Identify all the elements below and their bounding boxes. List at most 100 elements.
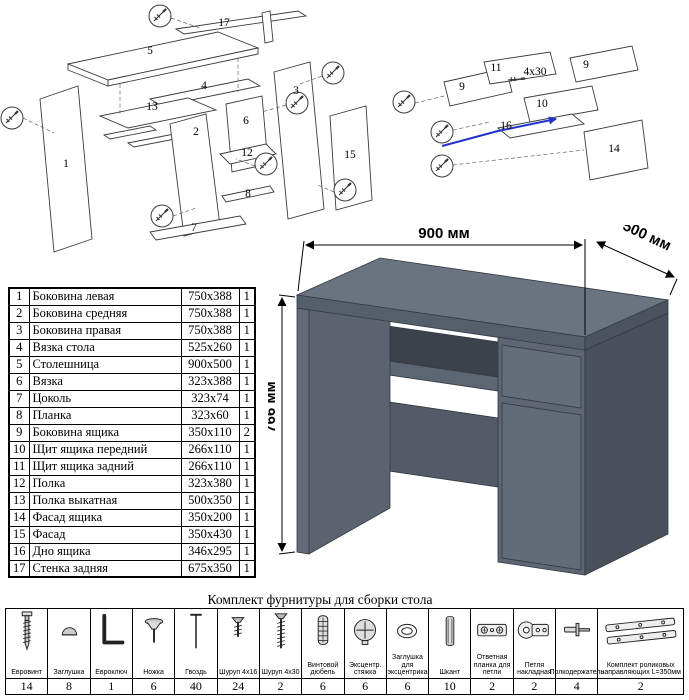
part-num: 1 [8, 287, 30, 306]
part-size: 266x110 [180, 440, 240, 459]
part-name: Щит ящика задний [28, 457, 182, 476]
drawer-front [501, 344, 582, 409]
part-size: 346x295 [180, 542, 240, 561]
hardware-item-qty: 2 [513, 678, 556, 694]
part-name: Боковина средняя [28, 304, 182, 323]
part-qty: 1 [238, 542, 256, 561]
hardware-item: Гвоздь 40 [175, 608, 218, 695]
hardware-item-qty: 6 [386, 678, 429, 694]
part-name: Полка [28, 474, 182, 493]
part-qty: 1 [238, 355, 256, 374]
roller-guides-icon [598, 609, 683, 654]
hardware-item-qty: 10 [429, 678, 471, 694]
part-name: Боковина правая [28, 321, 182, 340]
part-name: Цоколь [28, 389, 182, 408]
dimension-labels: 900 мм 500 мм 766 мм [268, 225, 674, 433]
leader-lines [22, 17, 335, 217]
part-name: Боковина ящика [28, 423, 182, 442]
part-qty: 1 [238, 491, 256, 510]
exploded-view-desk: 17 5 4 1 13 2 6 3 12 8 7 15 [0, 4, 373, 253]
part-name: Столешница [28, 355, 182, 374]
part-number-label: 16 [500, 120, 512, 132]
hardware-item: Комплект роликовых направляющих L=350мм … [598, 608, 685, 695]
hardware-item-name: Шуруп 4x16 [219, 669, 258, 677]
wooden-dowel-icon [429, 609, 470, 654]
part-name: Вязка [28, 372, 182, 391]
hardware-item-name: Шкант [439, 669, 461, 677]
screw-4x30-icon [260, 609, 301, 654]
screw-callout-icon [430, 154, 454, 178]
panel-planka-8 [221, 185, 275, 203]
shelf-rail [102, 125, 158, 140]
screw-callout-icon [148, 4, 172, 28]
part-number-label: 6 [243, 115, 249, 127]
part-num: 8 [8, 406, 30, 425]
drawer-fasad-14 [583, 119, 649, 181]
leader-lines [414, 95, 585, 166]
panel-tsokol-7 [149, 215, 247, 241]
part-number-label: 12 [241, 147, 253, 159]
screw-callout-icon [392, 90, 416, 114]
hex-key-icon [91, 609, 132, 654]
drawer-side-9-right [569, 45, 639, 83]
part-size: 350x200 [180, 508, 240, 527]
nail-icon [175, 609, 216, 654]
part-qty: 1 [238, 440, 256, 459]
hardware-item-qty: 24 [217, 678, 259, 694]
pedestal-right-side [584, 312, 669, 576]
hardware-item-name: Ответная планка для петли [473, 654, 511, 677]
part-num: 16 [8, 542, 30, 561]
part-num: 12 [8, 474, 30, 493]
furniture-leg-icon [133, 609, 174, 654]
part-name: Щит ящика передний [28, 440, 182, 459]
hardware-item-name: Евровинт [11, 669, 43, 677]
screw-callout-icon [333, 178, 357, 202]
door-front [501, 402, 582, 571]
height-dimension-label: 766 мм [268, 381, 279, 432]
panel-left-1 [39, 85, 93, 253]
hardware-item-qty: 8 [48, 678, 90, 694]
fastener-callouts [0, 4, 357, 228]
hardware-item: Шуруп 4x16 24 [217, 608, 260, 695]
part-number-label: 1 [63, 158, 69, 170]
hardware-item: Винтовой дюбель 6 [302, 608, 345, 695]
part-num: 11 [8, 457, 30, 476]
part-qty: 1 [238, 389, 256, 408]
panel-right-3 [273, 61, 325, 220]
hardware-item-qty: 2 [598, 678, 684, 694]
hardware-item-name: Гвоздь [185, 669, 207, 677]
hardware-item-qty: 2 [471, 678, 513, 694]
part-qty: 1 [238, 508, 256, 527]
hardware-item: Шкант 10 [429, 608, 472, 695]
hardware-item-qty: 6 [344, 678, 386, 694]
screw-callout-icon [430, 120, 454, 144]
screw-size-label: 4x30 [524, 66, 547, 78]
panel-shelf-13 [98, 97, 218, 129]
part-qty: 1 [238, 287, 256, 306]
part-qty: 1 [238, 474, 256, 493]
part-size: 323x380 [180, 474, 240, 493]
part-number-label: 9 [583, 59, 589, 71]
desk-render: 900 мм 500 мм 766 мм [268, 225, 678, 576]
hardware-item: Ответная планка для петли 2 [471, 608, 514, 695]
part-num: 4 [8, 338, 30, 357]
part-qty: 1 [238, 321, 256, 340]
left-panel-front-edge [296, 307, 310, 555]
screw-callout-icon [254, 152, 278, 176]
part-num: 7 [8, 389, 30, 408]
part-num: 10 [8, 440, 30, 459]
part-qty: 2 [238, 423, 256, 442]
hardware-item-qty: 6 [302, 678, 344, 694]
depth-dimension-label: 500 мм [620, 225, 674, 254]
part-size: 323x74 [180, 389, 240, 408]
part-name: Боковина левая [28, 287, 182, 306]
drawer-back-11 [483, 51, 557, 85]
